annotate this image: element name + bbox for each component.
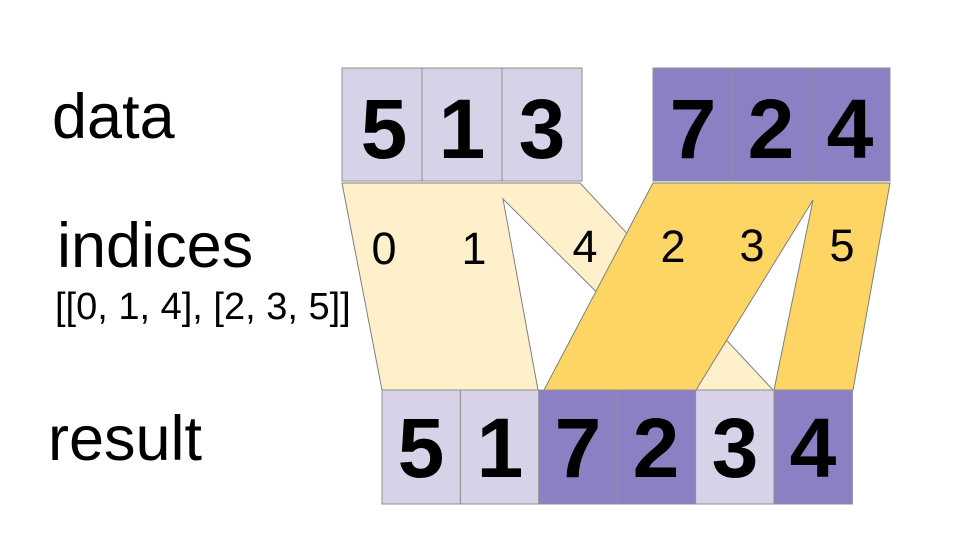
result-label: result	[48, 404, 203, 474]
result-value: 4	[790, 401, 837, 495]
data1-value: 3	[519, 82, 566, 176]
data-array-chunk2: 7 2 4	[652, 67, 891, 182]
data-array-chunk1: 5 1 3	[341, 67, 583, 182]
row-labels: data indices [[0, 1, 4], [2, 3, 5]] resu…	[48, 82, 351, 474]
result-cell	[695, 389, 775, 505]
result-value: 5	[398, 401, 445, 495]
data2-cell	[731, 67, 812, 182]
indices-label: indices	[57, 211, 253, 281]
index-value-0: 0	[371, 223, 396, 274]
result-cell	[616, 389, 697, 505]
index-value-4: 3	[739, 220, 764, 271]
data2-value: 4	[827, 82, 874, 176]
data2-value: 2	[748, 82, 795, 176]
index-values: 0 1 4 2 3 5	[371, 220, 854, 274]
result-value: 1	[477, 401, 524, 495]
data2-cell	[810, 67, 891, 182]
data1-value: 5	[361, 82, 408, 176]
result-value: 2	[633, 401, 680, 495]
result-cell	[538, 389, 618, 505]
index-value-3: 2	[660, 221, 685, 272]
data1-cell	[501, 67, 583, 182]
data2-value: 7	[670, 82, 717, 176]
data1-cell	[341, 67, 423, 182]
result-value: 3	[712, 401, 759, 495]
index-value-2: 4	[572, 221, 597, 272]
result-value: 7	[555, 401, 602, 495]
data-label: data	[52, 82, 176, 152]
index-value-5: 5	[829, 220, 854, 271]
data1-value: 1	[439, 82, 486, 176]
result-cell	[773, 389, 853, 505]
result-cell	[381, 389, 461, 505]
result-array: 5 1 7 2 3 4	[381, 389, 853, 505]
data1-cell	[421, 67, 503, 182]
index-value-1: 1	[461, 223, 486, 274]
indices-detail-label: [[0, 1, 4], [2, 3, 5]]	[55, 286, 351, 328]
